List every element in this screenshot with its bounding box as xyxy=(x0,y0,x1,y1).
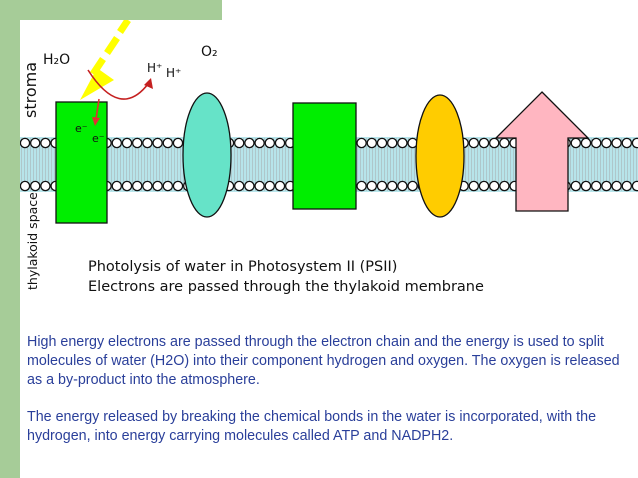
phospholipid-head xyxy=(172,180,184,192)
electron-arrow xyxy=(95,98,100,120)
phospholipid-head xyxy=(20,137,31,149)
atp-synthase-arrow xyxy=(494,91,590,212)
phospholipid-head xyxy=(601,180,612,192)
phospholipid-head xyxy=(162,137,174,149)
phospholipid-head xyxy=(29,137,41,149)
green-band-top xyxy=(0,0,222,20)
green-band-left xyxy=(0,0,20,478)
phospholipid-head xyxy=(152,137,163,149)
photosystem-i xyxy=(292,102,357,210)
phospholipid-head xyxy=(152,180,163,192)
cytochrome-complex xyxy=(182,92,232,218)
phospholipid-head xyxy=(121,137,133,149)
phospholipid-head xyxy=(478,180,490,192)
phospholipid-head xyxy=(131,180,143,192)
phospholipid-head xyxy=(254,180,265,192)
phospholipid-head xyxy=(386,137,398,149)
phospholipid-head xyxy=(254,137,265,149)
phospholipid-head xyxy=(366,137,378,149)
phospholipid-head xyxy=(499,137,510,149)
phospholipid-head xyxy=(356,137,367,149)
ferredoxin-complex xyxy=(415,94,465,218)
photosystem-ii xyxy=(55,101,108,224)
phospholipid-head xyxy=(631,180,638,192)
phospholipid-head xyxy=(29,180,41,192)
phospholipid-head xyxy=(590,180,602,192)
thylakoid-space-label: thylakoid space xyxy=(25,192,40,290)
phospholipid-head xyxy=(40,180,51,192)
phospholipid-head xyxy=(20,180,31,192)
h-plus-label-2: H⁺ xyxy=(166,66,181,80)
stroma-label: stroma xyxy=(21,61,40,118)
phospholipid-head xyxy=(397,137,408,149)
electron-arrowhead xyxy=(92,117,100,126)
phospholipid-head xyxy=(611,180,622,192)
h2o-label: H₂O xyxy=(43,52,70,68)
phospholipid-head xyxy=(468,180,480,192)
water-split-curve xyxy=(87,69,149,100)
phospholipid-head xyxy=(499,180,510,192)
phospholipid-head xyxy=(244,137,255,149)
phospholipid-head xyxy=(590,137,602,149)
phospholipid-head xyxy=(111,137,123,149)
phospholipid-head xyxy=(264,180,276,192)
paragraph-energy-molecules: The energy released by breaking the chem… xyxy=(27,409,597,444)
phospholipid-head xyxy=(233,137,245,149)
caption-line-2: Electrons are passed through the thylako… xyxy=(88,279,484,295)
phospholipid-head xyxy=(570,180,582,192)
phospholipid-head xyxy=(111,180,123,192)
phospholipid-head xyxy=(621,180,633,192)
phospholipid-head xyxy=(172,137,184,149)
phospholipid-head xyxy=(611,137,622,149)
phospholipid-head xyxy=(580,180,592,192)
phospholipid-head xyxy=(488,137,500,149)
phospholipid-head xyxy=(407,180,418,192)
phospholipid-head xyxy=(570,137,582,149)
phospholipid-head xyxy=(621,137,633,149)
thylakoid-membrane-figure: H₂O O₂ H⁺ H⁺ e⁻ e⁻ Photolysis of water i… xyxy=(20,20,638,300)
electron-label-2: e⁻ xyxy=(92,132,105,145)
phospholipid-head xyxy=(386,180,398,192)
phospholipid-head xyxy=(631,137,638,149)
phospholipid-head xyxy=(40,137,51,149)
phospholipid-head xyxy=(366,180,378,192)
phospholipid-head xyxy=(601,137,612,149)
phospholipid-head xyxy=(244,180,255,192)
phospholipid-head xyxy=(274,180,286,192)
phospholipid-head xyxy=(131,137,143,149)
phospholipid-head xyxy=(264,137,276,149)
o2-label: O₂ xyxy=(201,44,218,60)
phospholipid-head xyxy=(142,180,153,192)
phospholipid-head xyxy=(274,137,286,149)
light-arrow xyxy=(80,20,131,100)
phospholipid-head xyxy=(356,180,367,192)
water-split-arrowhead xyxy=(144,78,153,89)
phospholipid-head xyxy=(478,137,490,149)
phospholipid-head xyxy=(121,180,133,192)
phospholipid-head xyxy=(468,137,480,149)
paragraph-electron-chain: High energy electrons are passed through… xyxy=(27,334,620,388)
phospholipid-head xyxy=(488,180,500,192)
phospholipid-head xyxy=(233,180,245,192)
phospholipid-head xyxy=(142,137,153,149)
phospholipid-head xyxy=(580,137,592,149)
phospholipid-head xyxy=(376,180,388,192)
phospholipid-head xyxy=(162,180,174,192)
phospholipid-head xyxy=(376,137,388,149)
electron-label: e⁻ xyxy=(75,122,88,135)
caption-line-1: Photolysis of water in Photosystem II (P… xyxy=(88,259,398,275)
phospholipid-head xyxy=(397,180,408,192)
h-plus-label: H⁺ xyxy=(147,61,162,75)
